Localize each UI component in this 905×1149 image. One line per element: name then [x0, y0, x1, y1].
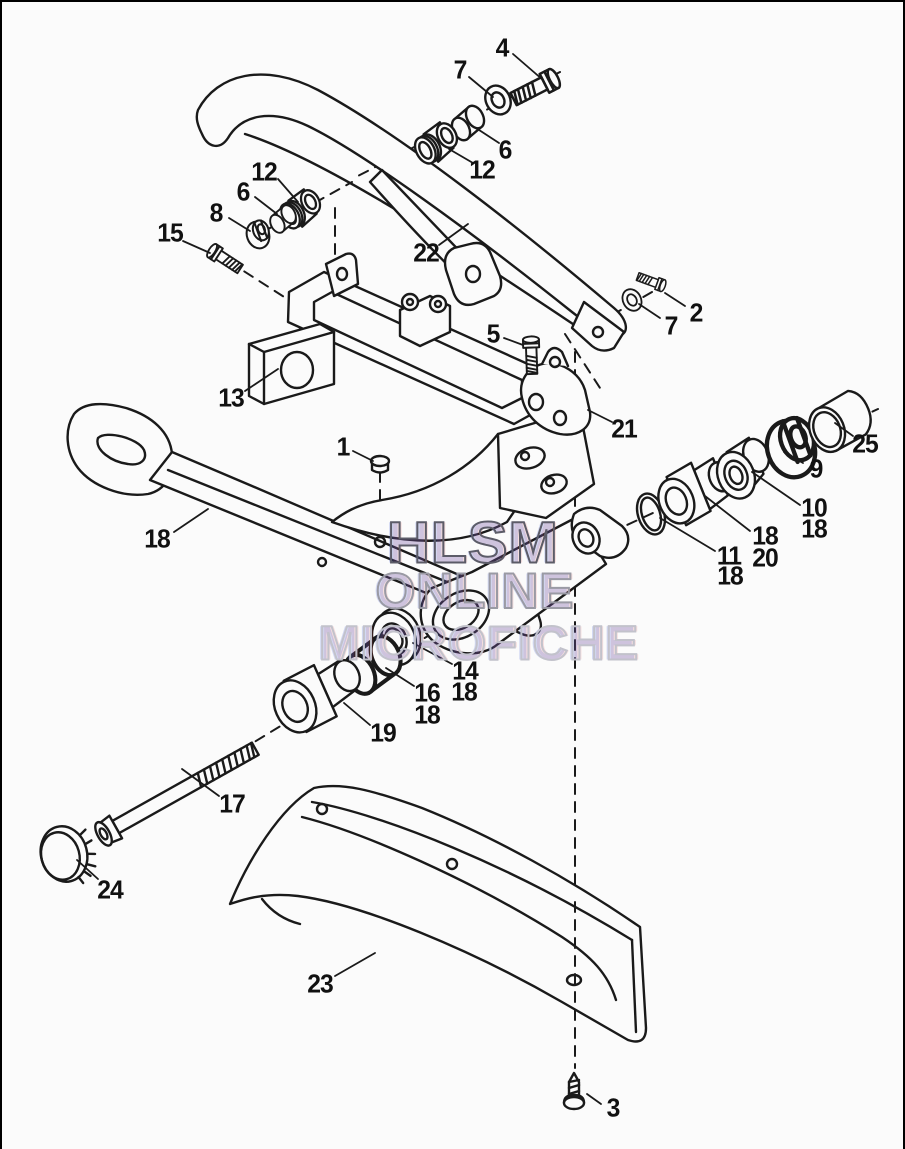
bracket-21	[519, 346, 592, 436]
washer-7-top	[479, 79, 517, 121]
washer-7-right	[617, 284, 647, 316]
cap-24	[39, 825, 97, 885]
bearing-10-18	[715, 436, 771, 500]
cap-25	[807, 389, 872, 454]
lower-guard-23	[228, 784, 648, 1043]
bolt-15	[204, 241, 246, 277]
pivot-bolt-17	[94, 741, 260, 847]
pivot-roller	[570, 506, 630, 559]
nut-8	[241, 217, 275, 253]
belt-guard-22	[195, 73, 627, 352]
bushing-19	[272, 658, 361, 734]
screw-3	[562, 1071, 586, 1111]
hardware-parts	[39, 66, 872, 1111]
plug-1	[369, 454, 391, 474]
swingarm-18	[66, 402, 608, 655]
bumper-block-13	[247, 322, 336, 406]
leader-lines	[76, 53, 854, 1105]
bolt-2	[634, 269, 668, 294]
